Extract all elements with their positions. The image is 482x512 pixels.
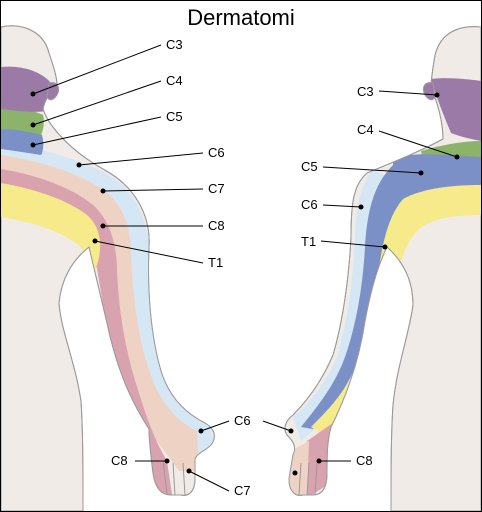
left-dermatome-t1: [1, 183, 101, 291]
left-label-c5: C5: [166, 109, 183, 124]
left-hand-label-c7: C7: [234, 483, 251, 498]
figure-title: Dermatomi: [187, 5, 295, 30]
left-label-c6: C6: [208, 145, 225, 160]
right-dermatome-c3: [431, 78, 481, 141]
left-body-outline: [1, 25, 215, 511]
left-dermatome-c7: [1, 155, 199, 471]
right-hand-label-c8: C8: [356, 453, 373, 468]
right-body-outline: [284, 26, 481, 511]
right-callout-dots: [288, 92, 460, 476]
right-label-c5: C5: [301, 159, 318, 174]
right-ear: [422, 82, 436, 101]
left-ear: [46, 82, 60, 101]
left-dermatome-c3: [1, 66, 53, 112]
right-finger-lines: [298, 462, 318, 496]
left-dermatome-c4: [1, 105, 44, 135]
right-dermatome-t1: [311, 185, 481, 433]
left-label-c4: C4: [166, 73, 183, 88]
left-label-c7: C7: [208, 181, 225, 196]
right-dermatome-c5: [301, 154, 481, 429]
right-label-c3: C3: [357, 84, 374, 99]
right-figure: C3 C4 C5 C6 T1 C8: [262, 26, 481, 511]
left-hand-label-c8: C8: [111, 453, 128, 468]
left-callout-dots: [30, 91, 204, 474]
left-figure: C3 C4 C5 C6 C7 C8 T1 C6 C8 C7: [1, 25, 251, 511]
left-callouts: [32, 44, 230, 492]
left-finger-lines: [162, 460, 186, 496]
right-label-t1: T1: [301, 234, 316, 249]
right-label-c6: C6: [301, 197, 318, 212]
left-label-c3: C3: [166, 37, 183, 52]
right-callouts: [262, 90, 458, 462]
left-hand-label-c6: C6: [234, 413, 251, 428]
left-label-c8: C8: [208, 218, 225, 233]
left-label-t1: T1: [208, 255, 223, 270]
right-label-c4: C4: [357, 122, 374, 137]
